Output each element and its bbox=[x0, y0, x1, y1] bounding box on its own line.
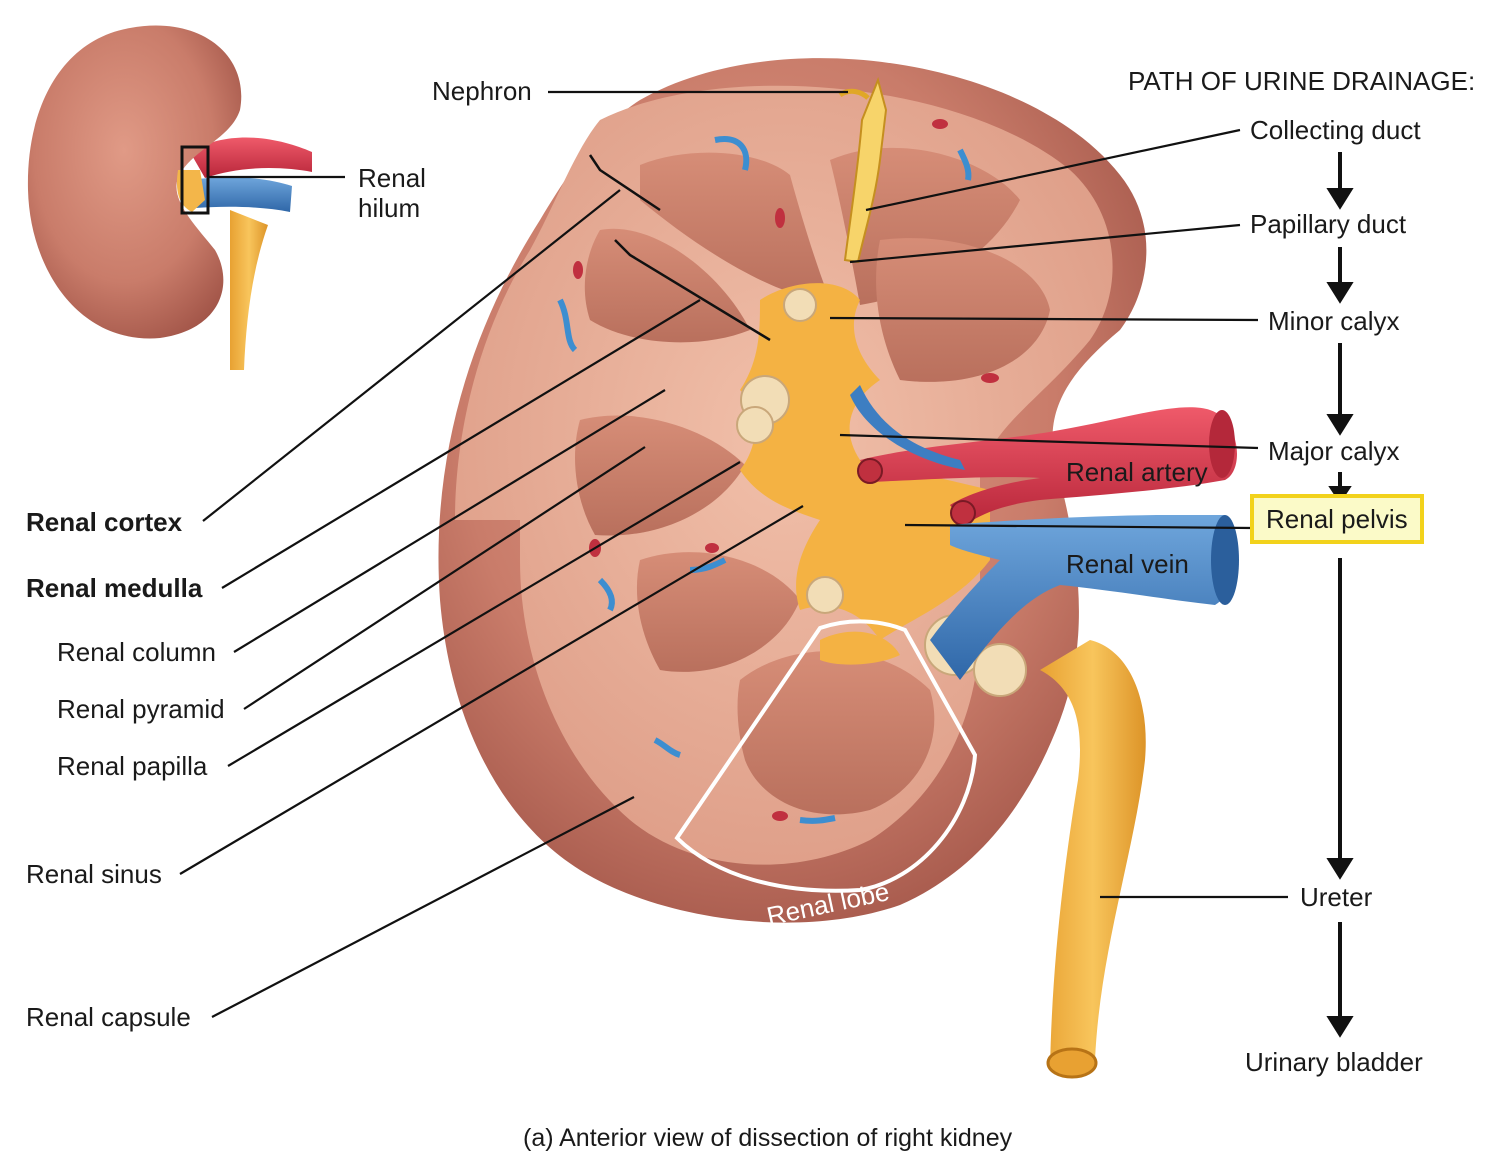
leader-renal-sinus bbox=[179, 505, 804, 875]
path-step-urinary-bladder: Urinary bladder bbox=[1245, 1047, 1423, 1077]
interlobar-vein bbox=[557, 298, 578, 353]
renal-pyramid-shape bbox=[876, 238, 1050, 382]
label-renal-hilum-line2: hilum bbox=[358, 193, 421, 223]
ureter-opening bbox=[1046, 1047, 1098, 1079]
interlobar-artery bbox=[981, 373, 999, 383]
renal-artery-shape bbox=[860, 407, 1237, 525]
label-renal-artery: Renal artery bbox=[1066, 457, 1208, 487]
label-renal-vein: Renal vein bbox=[1066, 549, 1189, 579]
interlobar-vein bbox=[799, 815, 836, 824]
main-kidney bbox=[438, 58, 1239, 1079]
leader-major-calyx bbox=[839, 433, 1259, 450]
renal-pyramid-shape bbox=[584, 228, 750, 343]
arrow-head bbox=[1326, 188, 1354, 210]
leader-renal-papilla bbox=[227, 461, 741, 767]
inset-vein bbox=[190, 177, 292, 212]
cortex-bracket bbox=[588, 154, 661, 212]
leader-papillary-duct bbox=[849, 223, 1241, 264]
leader-minor-calyx bbox=[829, 316, 1259, 322]
artery-opening bbox=[857, 458, 883, 484]
interlobar-artery bbox=[573, 261, 583, 279]
inset-ureter bbox=[230, 210, 268, 370]
path-step-papillary-duct: Papillary duct bbox=[1250, 209, 1407, 239]
interlobar-artery bbox=[932, 119, 948, 129]
inset-pelvis bbox=[176, 170, 205, 212]
drainage-arrows bbox=[1326, 152, 1354, 1038]
arrow-head bbox=[1326, 282, 1354, 304]
leader-renal-column bbox=[233, 389, 666, 653]
label-renal-papilla: Renal papilla bbox=[57, 751, 208, 781]
path-step-ureter: Ureter bbox=[1300, 882, 1373, 912]
interlobar-artery bbox=[705, 543, 719, 553]
interlobar-vein bbox=[653, 737, 682, 758]
hilum-bracket bbox=[180, 145, 210, 215]
path-title: PATH OF URINE DRAINAGE: bbox=[1128, 66, 1476, 96]
renal-lobe-outline bbox=[674, 619, 978, 893]
artery-cut-end bbox=[1209, 410, 1235, 478]
interlobar-vein bbox=[597, 577, 615, 612]
figure-caption: (a) Anterior view of dissection of right… bbox=[523, 1124, 1013, 1152]
leader-renal-pyramid bbox=[243, 446, 646, 710]
leader-collecting-duct bbox=[865, 128, 1241, 212]
interlobar-artery bbox=[772, 811, 788, 821]
sinus-fat bbox=[736, 406, 774, 444]
interlobar-artery bbox=[775, 208, 785, 228]
nephron-shape bbox=[843, 76, 888, 264]
renal-pyramid-shape bbox=[636, 552, 800, 672]
inset-kidney-body bbox=[27, 25, 242, 339]
renal-pyramid-shape bbox=[737, 651, 935, 815]
leader-renal-cortex bbox=[202, 189, 621, 522]
leader-renal-pelvis bbox=[904, 523, 1253, 530]
vein-branch bbox=[850, 385, 965, 470]
label-nephron: Nephron bbox=[432, 76, 532, 106]
arrow-head bbox=[1326, 1016, 1354, 1038]
arrow-head bbox=[1326, 858, 1354, 880]
artery-opening bbox=[950, 500, 976, 526]
label-renal-hilum-line1: Renal bbox=[358, 163, 426, 193]
path-step-renal-pelvis-highlighted: Renal pelvis bbox=[1250, 494, 1424, 544]
renal-pyramid-shape bbox=[575, 415, 745, 536]
sinus-fat bbox=[806, 576, 844, 614]
interlobar-vein bbox=[714, 136, 750, 171]
label-renal-pyramid: Renal pyramid bbox=[57, 694, 225, 724]
label-renal-column: Renal column bbox=[57, 637, 216, 667]
interlobar-vein bbox=[957, 148, 972, 181]
minor-calyx-shape bbox=[820, 631, 900, 665]
ureter-shape bbox=[1040, 640, 1146, 1070]
vein-opening bbox=[1211, 515, 1239, 605]
inset-artery bbox=[190, 137, 312, 178]
inset-kidney bbox=[27, 25, 312, 370]
label-renal-medulla: Renal medulla bbox=[26, 573, 203, 603]
path-step-collecting-duct: Collecting duct bbox=[1250, 115, 1421, 145]
renal-pyramid-shape bbox=[640, 152, 830, 300]
label-renal-sinus: Renal sinus bbox=[26, 859, 162, 889]
medulla-bracket bbox=[614, 239, 771, 342]
leader-renal-capsule bbox=[211, 796, 635, 1018]
sinus-fat bbox=[783, 288, 817, 322]
label-renal-capsule: Renal capsule bbox=[26, 1002, 191, 1032]
leader-lines bbox=[179, 90, 1288, 1018]
path-step-major-calyx: Major calyx bbox=[1268, 436, 1400, 466]
nephron-loop bbox=[838, 88, 870, 100]
path-step-minor-calyx: Minor calyx bbox=[1268, 306, 1400, 336]
arrow-head bbox=[1326, 414, 1354, 436]
renal-vein-shape bbox=[930, 515, 1238, 680]
sinus-fat bbox=[973, 643, 1027, 697]
leader-renal-medulla bbox=[221, 299, 701, 589]
label-renal-cortex: Renal cortex bbox=[26, 507, 183, 537]
